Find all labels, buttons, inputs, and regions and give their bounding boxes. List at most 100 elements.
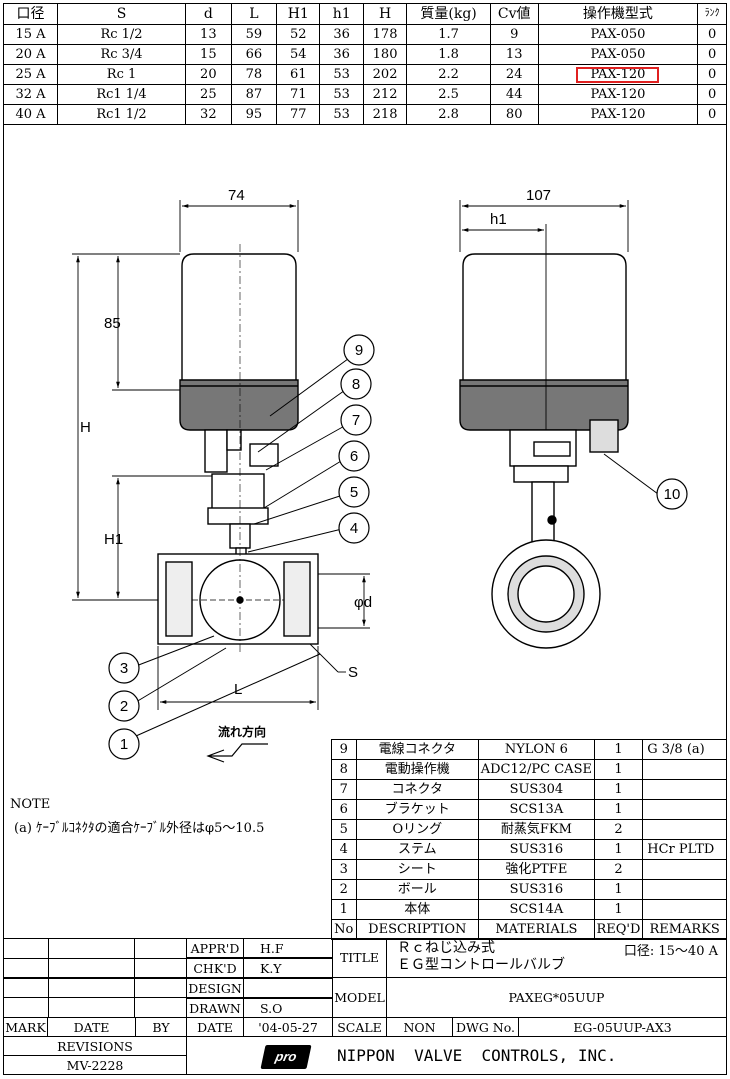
- cell: 1: [593, 759, 644, 780]
- cell: 53: [319, 104, 364, 125]
- cell: 1: [593, 899, 644, 920]
- cell: 87: [230, 84, 278, 105]
- cell: 71: [276, 84, 321, 105]
- cell: 0: [697, 64, 727, 85]
- cell: [642, 879, 727, 900]
- header-cell: 質量(kg): [406, 3, 491, 25]
- cell: 95: [230, 104, 278, 125]
- cell: 77: [276, 104, 321, 125]
- header-cell: h1: [319, 3, 364, 25]
- side-view: [459, 253, 629, 649]
- front-dimensions: [72, 200, 370, 710]
- appr-label: APPR'D: [186, 938, 244, 958]
- cell: 15 A: [3, 24, 58, 45]
- header-cell: REMARKS: [642, 919, 727, 940]
- cell: 7: [331, 779, 357, 800]
- cell: PAX-120: [537, 84, 699, 105]
- flow-arrow: [206, 743, 268, 763]
- appr-value: H.F: [243, 938, 333, 958]
- cell: コネクタ: [355, 779, 480, 800]
- cell: 0: [697, 84, 727, 105]
- side-actuator-cover: [462, 253, 627, 395]
- cell: 40 A: [3, 104, 58, 125]
- drawn-label: DRAWN: [186, 998, 244, 1018]
- cell: 36: [319, 44, 364, 65]
- title-line-2: ＥＧ型コントロールバルブ: [397, 957, 565, 973]
- cell: 4: [331, 839, 357, 860]
- cell: Rc 1/2: [56, 24, 187, 45]
- callout-5: 5: [350, 484, 358, 501]
- cell: 25 A: [3, 64, 58, 85]
- cell: 1: [593, 879, 644, 900]
- cell: 0: [697, 104, 727, 125]
- cell: 202: [362, 64, 408, 85]
- size-label: 口径: 15～40 A: [623, 944, 718, 959]
- title-box: Ｒｃねじ込み式 ＥＧ型コントロールバルブ 口径: 15～40 A: [386, 938, 727, 978]
- cell: PAX-050: [537, 44, 699, 65]
- drawn-value: S.O: [243, 998, 333, 1018]
- cell: 電線コネクタ: [355, 739, 480, 760]
- callout-6: 6: [350, 448, 358, 465]
- header-cell: 口径: [3, 3, 58, 25]
- cell: 1: [593, 799, 644, 820]
- date-label-2: DATE: [186, 1017, 244, 1037]
- cell: 59: [230, 24, 278, 45]
- valve-drawing: 9 8 7 6 5 4 3 2 1 10 74 107 h1 85 H H1 φ…: [72, 187, 688, 763]
- cell: 5: [331, 819, 357, 840]
- cell: 耐蒸気FKM: [478, 819, 595, 840]
- cell: 1.7: [406, 24, 491, 45]
- dim-S: S: [348, 664, 358, 681]
- cell: 13: [489, 44, 539, 65]
- cell: PAX-050: [537, 24, 699, 45]
- company-logo: pro: [260, 1045, 312, 1069]
- cell: 25: [185, 84, 232, 105]
- company-name: NIPPON VALVE CONTROLS, INC.: [337, 1046, 617, 1065]
- mark-label: MARK: [3, 1017, 48, 1037]
- cell: 212: [362, 84, 408, 105]
- dwg-label: DWG No.: [452, 1017, 519, 1037]
- model-value: PAXEG*05UUP: [386, 977, 727, 1018]
- cell: 0: [697, 44, 727, 65]
- callout-10: 10: [664, 486, 681, 503]
- revisions-label: REVISIONS: [3, 1036, 187, 1056]
- title-block: APPR'D H.F CHK'D K.Y DESIGN DRAWN S.O MA…: [3, 938, 727, 1075]
- header-cell: MATERIALS: [478, 919, 595, 940]
- cell: 61: [276, 64, 321, 85]
- cell: 0: [697, 24, 727, 45]
- cell: 78: [230, 64, 278, 85]
- cell: 15: [185, 44, 232, 65]
- spec-header-row: 口径 S d L H1 h1 H 質量(kg) Cv値 操作機型式 ﾗﾝｸ: [3, 3, 727, 25]
- cell: SUS316: [478, 879, 595, 900]
- cell: 本体: [355, 899, 480, 920]
- dimension-labels: 74 107 h1 85 H H1 φd L S 流れ方向: [80, 187, 551, 739]
- callout-8: 8: [352, 376, 360, 393]
- cell: NYLON 6: [478, 739, 595, 760]
- cell: 2.8: [406, 104, 491, 125]
- scale-value: NON: [386, 1017, 453, 1037]
- cell: 6: [331, 799, 357, 820]
- cell: HCr PLTD: [642, 839, 727, 860]
- cell: Rc1 1/4: [56, 84, 187, 105]
- callouts: [108, 334, 688, 760]
- date-label: DATE: [47, 1017, 136, 1037]
- scale-label: SCALE: [332, 1017, 387, 1037]
- header-cell: DESCRIPTION: [355, 919, 480, 940]
- cell: [642, 859, 727, 880]
- cell: 66: [230, 44, 278, 65]
- dim-H: H: [80, 419, 91, 436]
- cell: 9: [331, 739, 357, 760]
- cell: 218: [362, 104, 408, 125]
- cell: 9: [489, 24, 539, 45]
- cell: 53: [319, 84, 364, 105]
- cell: PAX-120: [537, 64, 699, 85]
- cell: SCS13A: [478, 799, 595, 820]
